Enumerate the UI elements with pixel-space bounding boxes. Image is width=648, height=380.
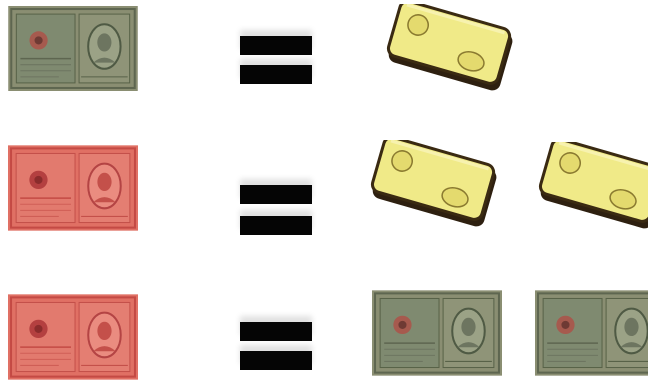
banknote-green-icon (372, 290, 502, 376)
equals-sign-row3 (240, 322, 312, 370)
gold-bar-icon (536, 142, 648, 234)
banknote-red-icon (8, 294, 138, 380)
equals-bottom-bar (240, 216, 312, 235)
banknote-green-icon (8, 6, 138, 91)
banknote-green-icon (535, 290, 648, 376)
banknote-green-row3-2 (535, 290, 648, 376)
banknote-green-row3-1 (372, 290, 502, 376)
gold-bar-icon (384, 4, 516, 96)
gold-bar-row1-1 (384, 4, 516, 96)
gold-bar-icon (368, 140, 500, 232)
banknote-green-row1 (8, 6, 138, 91)
equals-top-bar (240, 322, 312, 341)
equals-bottom-bar (240, 351, 312, 370)
banknote-red-row2 (8, 144, 138, 232)
equals-sign-row1 (240, 36, 312, 84)
equals-sign-row2 (240, 185, 312, 235)
equals-bottom-bar (240, 65, 312, 84)
gold-bar-row2-1 (368, 140, 500, 232)
banknote-red-row3 (8, 294, 138, 380)
equals-top-bar (240, 185, 312, 204)
banknote-red-icon (8, 144, 138, 232)
gold-bar-row2-2 (536, 142, 648, 234)
equals-top-bar (240, 36, 312, 55)
